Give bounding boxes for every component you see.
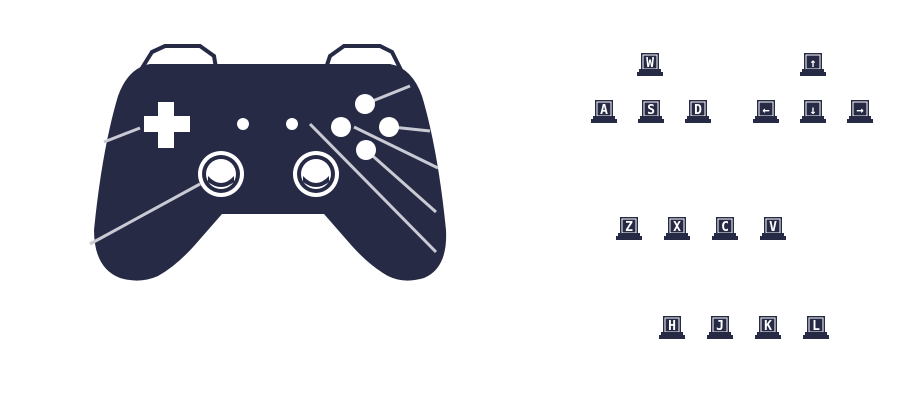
arrow-up-icon: ↑ bbox=[809, 56, 817, 70]
arrow-left-icon: ← bbox=[762, 103, 770, 117]
key-x: X bbox=[663, 216, 691, 244]
key-v: V bbox=[759, 216, 787, 244]
arrow-down-icon: ↓ bbox=[809, 103, 817, 117]
arrow-right-icon: → bbox=[856, 103, 864, 117]
key-c: C bbox=[711, 216, 739, 244]
key-s-label: S bbox=[647, 102, 655, 118]
face-button-top bbox=[355, 94, 375, 114]
key-x-label: X bbox=[673, 219, 681, 235]
key-arrow-down: ↓ bbox=[799, 99, 827, 127]
key-l-label: L bbox=[812, 318, 820, 334]
dpad bbox=[144, 102, 190, 148]
start-button bbox=[286, 118, 298, 130]
left-stick bbox=[198, 151, 244, 197]
key-h-label: H bbox=[668, 318, 676, 334]
right-stick bbox=[293, 151, 339, 197]
key-arrow-up: ↑ bbox=[799, 52, 827, 80]
key-d: D bbox=[684, 99, 712, 127]
key-k: K bbox=[754, 315, 782, 343]
key-z: Z bbox=[615, 216, 643, 244]
select-button bbox=[237, 118, 249, 130]
key-d-label: D bbox=[694, 102, 702, 118]
key-l: L bbox=[802, 315, 830, 343]
key-w: W bbox=[636, 52, 664, 80]
key-c-label: C bbox=[721, 219, 729, 235]
key-j: J bbox=[706, 315, 734, 343]
key-k-label: K bbox=[764, 318, 772, 334]
key-s: S bbox=[637, 99, 665, 127]
face-button-bottom bbox=[356, 140, 376, 160]
key-a-label: A bbox=[600, 102, 608, 118]
key-w-label: W bbox=[646, 55, 654, 71]
key-h: H bbox=[658, 315, 686, 343]
key-z-label: Z bbox=[625, 219, 633, 235]
key-j-label: J bbox=[716, 318, 724, 334]
key-arrow-left: ← bbox=[752, 99, 780, 127]
face-button-left bbox=[331, 117, 351, 137]
face-button-right bbox=[379, 117, 399, 137]
key-a: A bbox=[590, 99, 618, 127]
key-v-label: V bbox=[769, 219, 777, 235]
key-arrow-right: → bbox=[846, 99, 874, 127]
